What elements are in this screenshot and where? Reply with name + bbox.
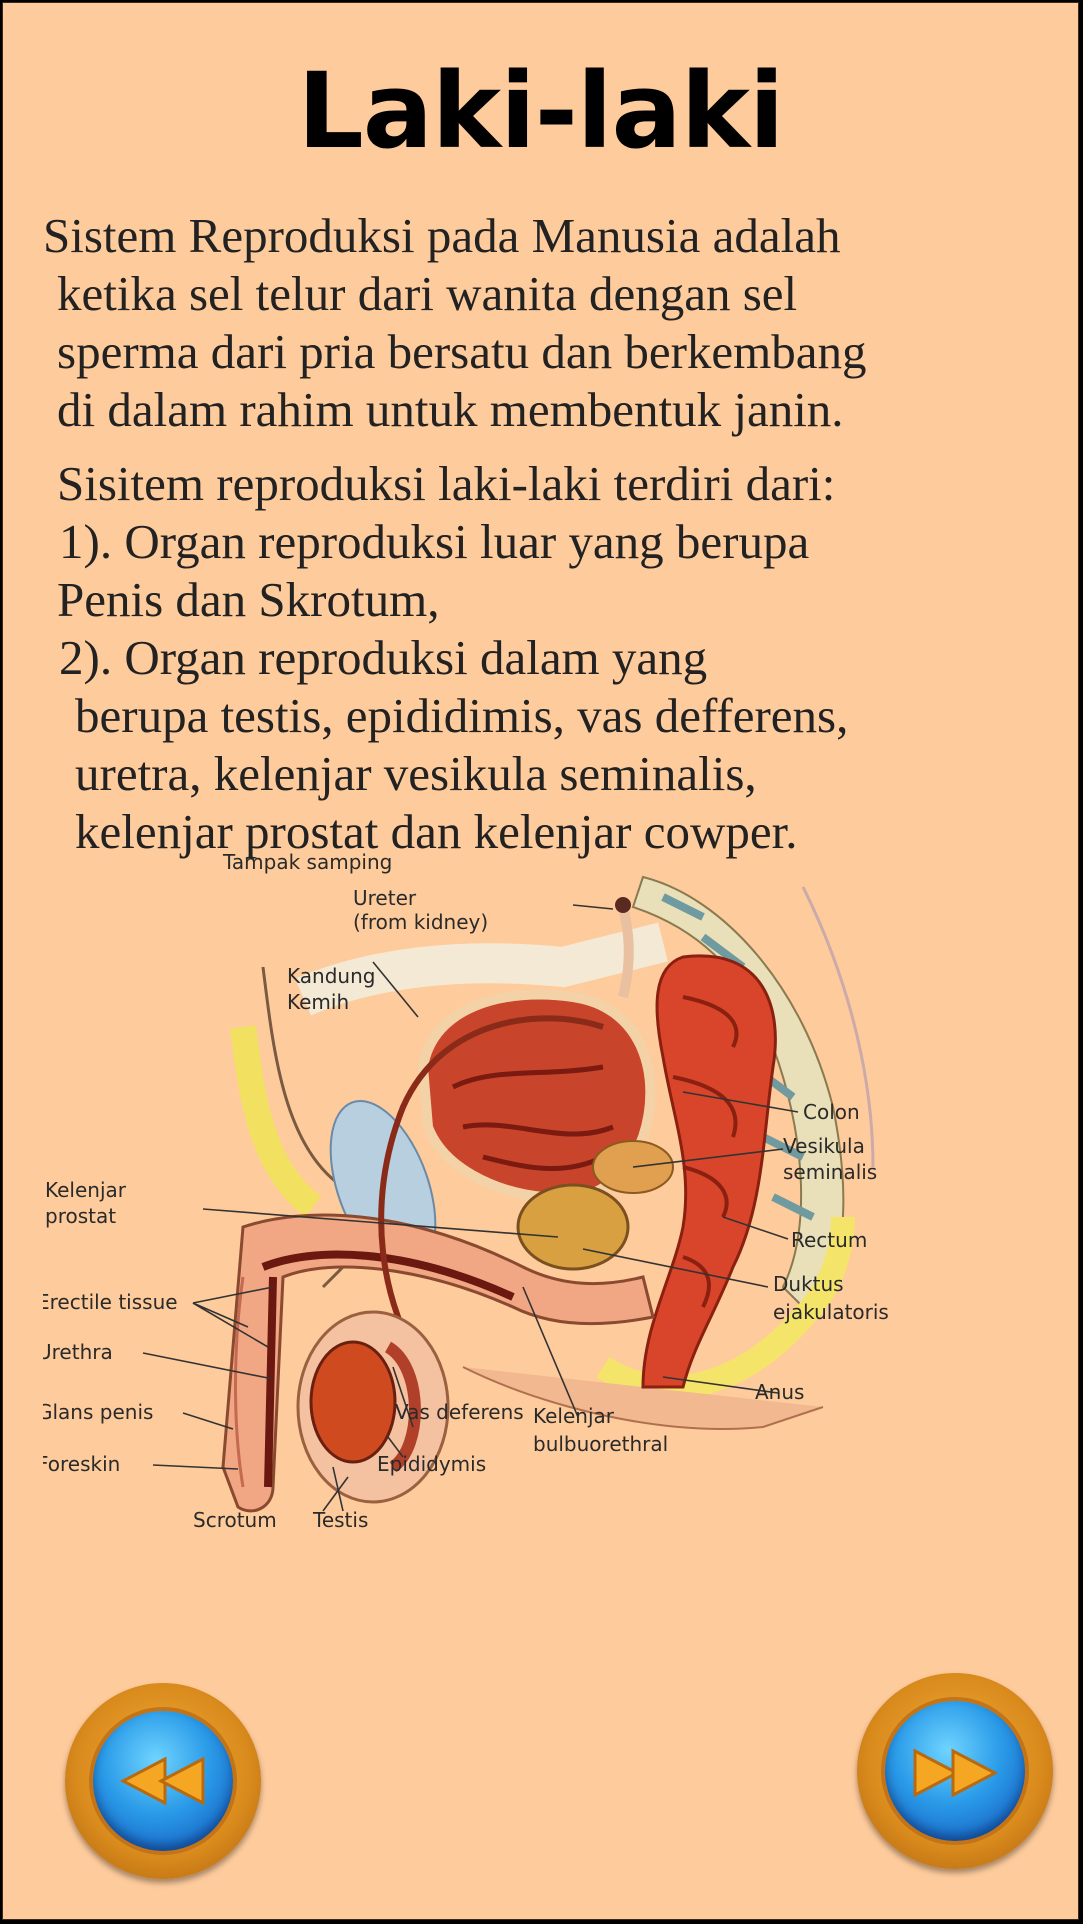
- label-ejaculatory-duct: Duktus: [773, 1272, 844, 1296]
- next-button[interactable]: [857, 1673, 1053, 1869]
- previous-button[interactable]: [65, 1683, 261, 1879]
- bladder-illustration: [417, 989, 656, 1205]
- label-ejaculatory-duct-sub: ejakulatoris: [773, 1300, 889, 1324]
- label-scrotum: Scrotum: [193, 1508, 277, 1532]
- ureter-end-illustration: [615, 897, 631, 913]
- label-rectum: Rectum: [791, 1228, 867, 1252]
- organs-line: 1). Organ reproduksi luar yang berupa: [59, 514, 810, 569]
- reproductive-anatomy-diagram: Tampak samping: [43, 850, 889, 1532]
- intro-line: Sistem Reproduksi pada Manusia adalah: [43, 208, 841, 263]
- label-colon: Colon: [803, 1100, 860, 1124]
- label-prostate-sub: prostat: [45, 1204, 116, 1228]
- rewind-icon: [119, 1756, 205, 1806]
- label-bulbourethral: Kelenjar: [533, 1404, 615, 1428]
- organs-line: 2). Organ reproduksi dalam yang: [59, 630, 708, 685]
- label-prostate: Kelenjar: [45, 1178, 127, 1202]
- organs-line: Sisitem reproduksi laki-laki terdiri dar…: [57, 456, 836, 511]
- diagram-caption: Tampak samping: [222, 850, 392, 874]
- intro-line: di dalam rahim untuk membentuk janin.: [57, 382, 844, 437]
- label-seminal-vesicle-sub: seminalis: [783, 1160, 877, 1184]
- label-vas-deferens: Vas deferens: [395, 1400, 524, 1424]
- prostate-illustration: [516, 1183, 630, 1271]
- label-epididymis: Epididymis: [377, 1452, 486, 1476]
- organs-paragraph: Sisitem reproduksi laki-laki terdiri dar…: [43, 455, 1053, 861]
- label-anus: Anus: [755, 1380, 804, 1404]
- label-bladder: Kandung: [287, 964, 375, 988]
- label-bulbourethral-sub: bulbuorethral: [533, 1432, 668, 1456]
- label-erectile-tissue: Erectile tissue: [43, 1290, 178, 1314]
- ureter-illustration: [618, 905, 634, 999]
- intro-line: sperma dari pria bersatu dan berkembang: [57, 324, 867, 379]
- penis-illustration: [221, 1213, 655, 1513]
- label-urethra: Urethra: [43, 1340, 113, 1364]
- label-foreskin: Foreskin: [43, 1452, 120, 1476]
- label-glans-penis: Glans penis: [43, 1400, 153, 1424]
- fast-forward-icon: [913, 1748, 999, 1798]
- label-seminal-vesicle: Vesikula: [783, 1134, 865, 1158]
- label-testis: Testis: [312, 1508, 368, 1532]
- page-title: Laki-laki: [297, 50, 784, 172]
- organs-line: uretra, kelenjar vesikula seminalis,: [75, 746, 757, 801]
- leader-lines: [142, 904, 799, 1512]
- intro-line: ketika sel telur dari wanita dengan sel: [57, 266, 798, 321]
- testis-illustration: [296, 1310, 450, 1504]
- vas-deferens-illustration: [378, 1015, 604, 1369]
- label-ureter-sub: (from kidney): [353, 910, 488, 934]
- organs-line: berupa testis, epididimis, vas defferens…: [75, 688, 849, 743]
- organs-line: kelenjar prostat dan kelenjar cowper.: [75, 804, 798, 859]
- intro-paragraph: Sistem Reproduksi pada Manusia adalah ke…: [43, 207, 1053, 439]
- organs-line: Penis dan Skrotum,: [57, 572, 440, 627]
- label-ureter: Ureter: [353, 886, 417, 910]
- label-bladder-sub: Kemih: [287, 990, 349, 1014]
